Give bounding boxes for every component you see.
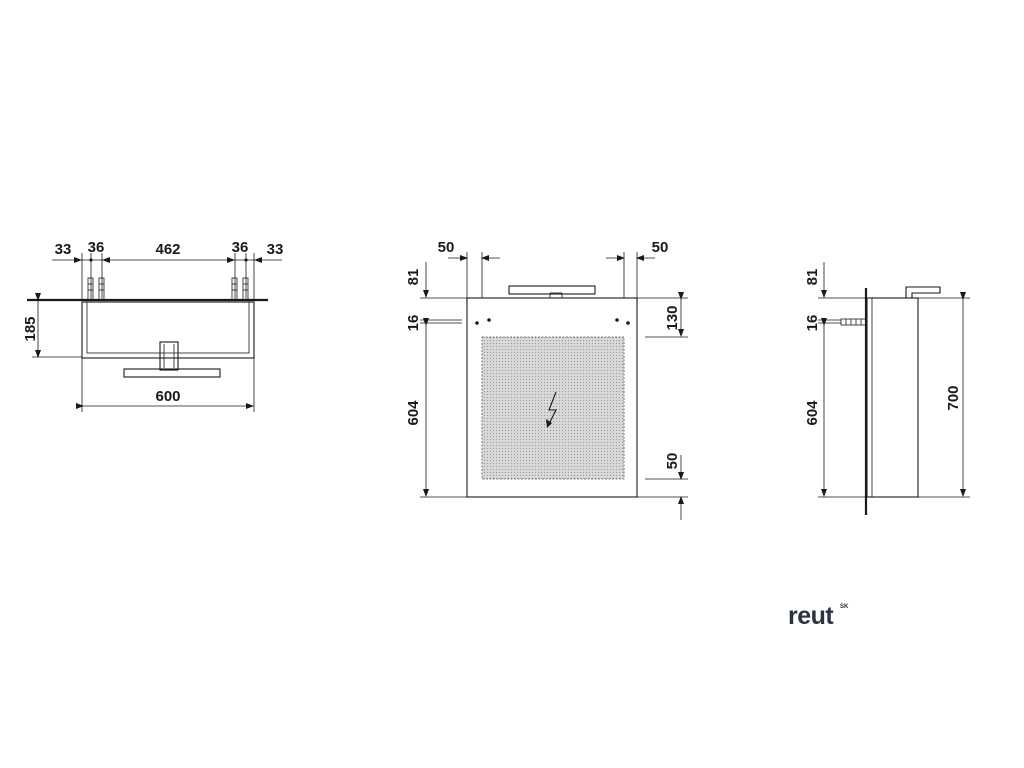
dim-front-50-bottom: 50	[664, 453, 681, 470]
cabinet-plan-inner	[86, 301, 250, 354]
dim-side-604: 604	[804, 400, 821, 426]
dim-top-462: 462	[155, 241, 180, 258]
logo-superscript: SK	[840, 604, 849, 610]
dim-top-33-left: 33	[55, 241, 72, 258]
logo-text: reut	[788, 602, 834, 630]
dim-front-130: 130	[664, 305, 681, 330]
light-bar	[123, 368, 221, 378]
top-view: 33 36 462 36 33 185 600	[22, 239, 283, 412]
dim-width-600: 600	[155, 388, 180, 405]
dim-top-33-right: 33	[267, 241, 284, 258]
light-stem	[159, 341, 179, 371]
dim-front-16: 16	[405, 315, 422, 332]
dim-top-36-right: 36	[232, 239, 249, 256]
dim-side-81: 81	[804, 269, 821, 286]
dim-side-16: 16	[804, 315, 821, 332]
dim-side-700: 700	[945, 385, 962, 410]
wall-anchors-right	[231, 277, 249, 301]
front-view: 50 50 81 16 604 130 50	[405, 239, 688, 520]
wall-anchor-side	[840, 318, 867, 326]
electric-power-icon	[546, 391, 557, 428]
dim-front-50-right: 50	[652, 239, 669, 256]
cabinet-plan	[81, 301, 255, 359]
dim-top-36-left: 36	[88, 239, 105, 256]
dim-front-604: 604	[405, 400, 422, 426]
dim-front-50-left: 50	[438, 239, 455, 256]
dim-front-81: 81	[405, 269, 422, 286]
side-view: 81 16 604 700	[804, 262, 970, 515]
reut-logo: reut SK	[788, 602, 849, 630]
cabinet-front	[466, 297, 638, 498]
light-fixture-side	[905, 286, 941, 298]
cabinet-side	[866, 297, 919, 498]
light-fixture-front	[508, 285, 596, 295]
dim-depth-185: 185	[22, 316, 39, 341]
mirror-area	[481, 336, 625, 480]
wall-anchors-left	[87, 277, 105, 301]
